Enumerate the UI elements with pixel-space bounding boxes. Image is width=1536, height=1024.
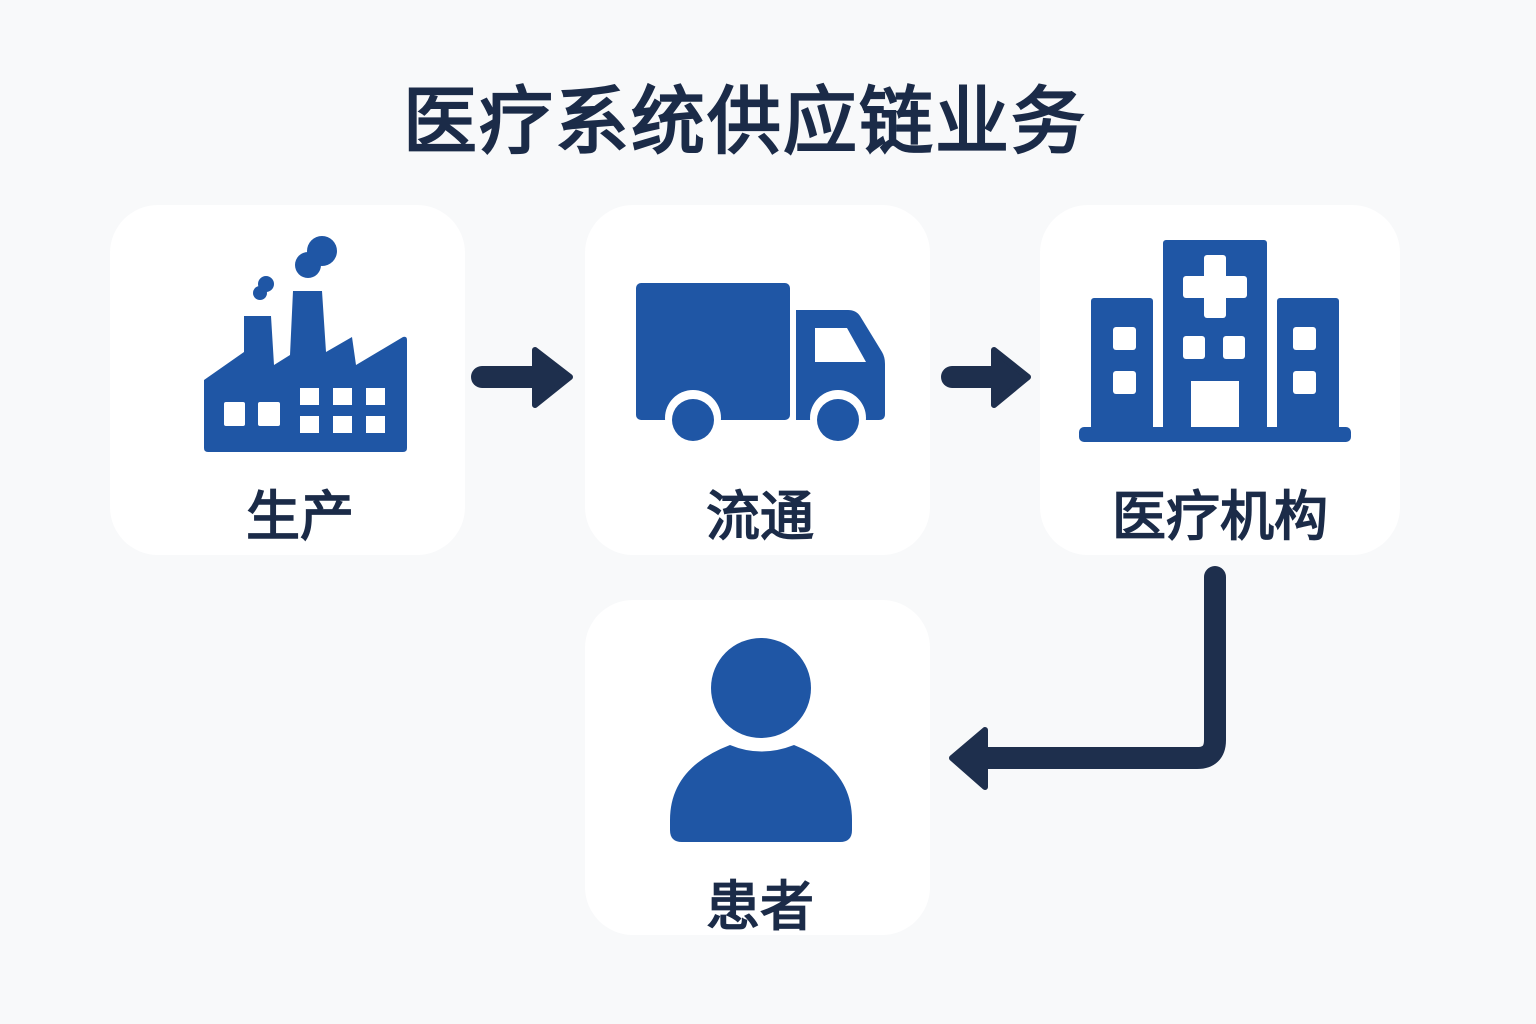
truck-icon: [636, 283, 885, 446]
factory-icon: [204, 236, 407, 452]
arrow-production-to-circulation: [471, 347, 573, 408]
arrow-circulation-to-institution: [941, 347, 1031, 408]
node-label-patient: 患者: [706, 875, 814, 938]
node-label-production: 生产: [246, 485, 354, 548]
node-label-institution: 医疗机构: [1112, 485, 1328, 548]
arrow-institution-to-patient: [949, 566, 1226, 790]
person-icon: [670, 638, 852, 842]
node-label-circulation: 流通: [706, 485, 814, 548]
hospital-icon: [1079, 240, 1351, 442]
diagram-title: 医疗系统供应链业务: [403, 79, 1087, 165]
